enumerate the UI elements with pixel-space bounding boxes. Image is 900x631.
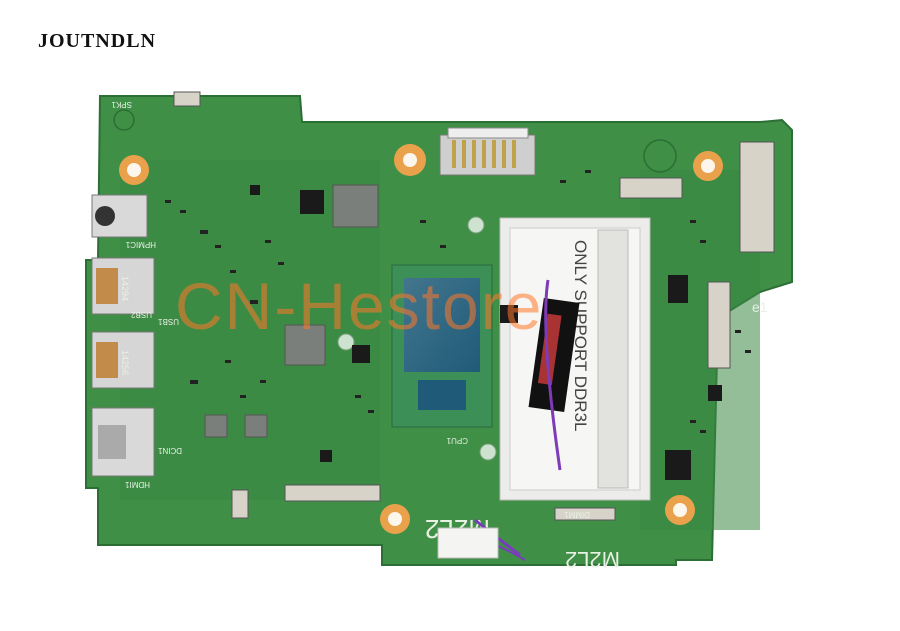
silk-dimm: DIMM1 [564,510,590,519]
inductors [204,184,379,438]
silk-e1: e1 [752,299,768,315]
silk-usb1: USB1 [158,317,179,326]
silk-model-bottom: M2L2 [565,547,620,572]
mounting-holes [113,109,723,534]
ram-label: ONLY SUPPORT DDR3L [571,240,590,431]
marker-line [474,518,521,557]
smd-components [165,170,751,433]
brand-title: JOUTNDLN [38,30,157,52]
flex-connectors [173,91,775,521]
silk-hpmic: HPMIC1 [125,240,156,249]
battery-connector [439,127,536,176]
usb1-code: 14294 [120,276,130,301]
silk-hdmi: HDMI1 [125,480,150,489]
barcode-sticker [437,527,499,559]
silk-dcin: DCIN1 [157,446,182,455]
usb-port-1 [91,257,155,315]
silk-cpu: CPU1 [446,436,468,445]
usb-port-2 [91,331,155,389]
ram-slot: ONLY SUPPORT DDR3L [499,217,651,501]
cpu-chip [391,264,493,428]
hdmi-port [91,407,155,477]
silk-usb2: USB2 [131,310,152,319]
usb2-code: 14256 [120,350,130,375]
ic-chips [250,185,722,480]
silk-spk: SPK1 [111,100,132,109]
